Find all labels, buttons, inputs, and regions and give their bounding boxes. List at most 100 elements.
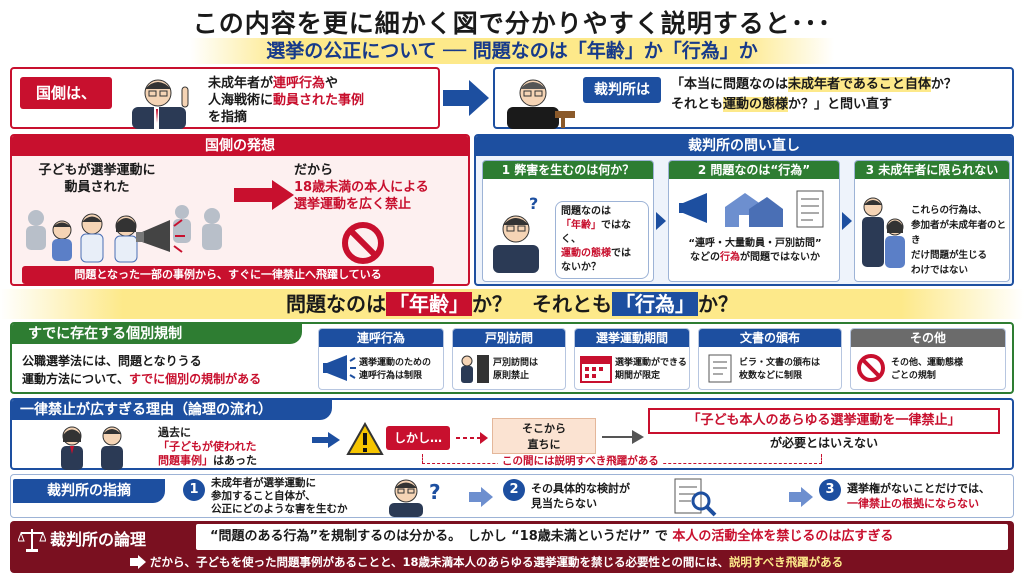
rule-card-t1: その他、運動態様 xyxy=(891,358,964,368)
point-1-t3: 公正にどのような害を生むか xyxy=(211,503,348,515)
card1-bubble: 問題なのは 「年齢」ではなく、 運動の態様では ないか？ xyxy=(555,201,649,279)
logic-p3a: 問題事例」 xyxy=(158,454,213,467)
point-1-text: 未成年者が選挙運動に 参加すること自体が、 公正にどのような害を生むか xyxy=(211,477,348,516)
logic-head: 一律禁止が広すぎる理由（論理の流れ） xyxy=(12,400,332,420)
calendar-icon xyxy=(580,356,612,383)
point-2-t1: その具体的な検討が xyxy=(531,482,630,495)
court-q2a: それとも xyxy=(671,97,724,112)
court-points-box: 裁判所の指摘 1 未成年者が選挙運動に 参加すること自体が、 公正にどのような害… xyxy=(10,474,1014,518)
requestion-card-2: 2 問題なのは“行為” “連呼・大量動員・戸別訪問” などの行為が問題ではないか xyxy=(668,160,840,282)
court-q2c: か？」と問い直す xyxy=(788,97,893,112)
requestion-card-1: 1 弊害を生むのは何か？ ? 問題なのは 「年齢」ではなく、 運動の態様では な… xyxy=(482,160,654,282)
idea-foot: 問題となった一部の事例から、すぐに一律禁止へ飛躍している xyxy=(22,266,434,284)
point-head: 裁判所の指摘 xyxy=(13,479,165,503)
thinking-man-icon: ? xyxy=(493,195,539,273)
logic-concl1: 「子ども本人のあらゆる選挙運動を一律禁止」 xyxy=(648,408,1000,434)
logic-gap: この間には説明すべき飛躍がある xyxy=(498,454,663,468)
point-1-t1: 未成年者が選挙運動に xyxy=(211,477,316,489)
point-3-t1: 選挙権がないことだけでは、 xyxy=(847,482,990,495)
reason-foot: だから、子どもを使った問題事例があることと、18歳未満本人のあらゆる選挙運動を禁… xyxy=(150,554,843,570)
children-campaign-icon xyxy=(26,205,222,263)
idea-kids1: 子どもが選挙運動に xyxy=(38,163,156,178)
card3-t3: だけ問題が生じる xyxy=(911,250,988,261)
court-q2b: 運動の態様 xyxy=(723,97,789,112)
logic-but: しかし… xyxy=(386,426,450,450)
country-line3: を指摘 xyxy=(208,110,248,125)
page-subtitle: 選挙の公正について ── 問題なのは「年齢」か「行為」か xyxy=(190,38,834,64)
court-label: 裁判所は xyxy=(583,77,661,103)
card1-t4: ないか？ xyxy=(561,262,601,273)
court-requestion-box: 裁判所の問い直し 1 弊害を生むのは何か？ ? 問題なのは 「年齢」ではなく、 … xyxy=(474,134,1014,286)
country-claim-text: 未成年者が連呼行為や 人海戦術に動員された事例 を指摘 xyxy=(208,75,364,126)
court-q1b: 未成年者であること自体 xyxy=(788,77,931,92)
requestion-head: 裁判所の問い直し xyxy=(476,136,1012,156)
rule-card-icon-wrap xyxy=(855,353,889,387)
dashed-arrow-icon xyxy=(456,432,488,444)
point-2-t2: 見当たらない xyxy=(531,497,597,510)
scales-icon xyxy=(18,529,46,552)
megaphone-icon xyxy=(323,355,356,381)
idea-head: 国側の発想 xyxy=(12,136,468,156)
question-c: か？ それとも xyxy=(472,292,612,316)
country-line1c: や xyxy=(325,76,339,91)
idea-kids-text: 子どもが選挙運動に 動員された xyxy=(32,162,162,196)
court-q1a: 「本当に問題なのは xyxy=(671,77,789,92)
court-question-text: 「本当に問題なのは未成年者であること自体か？ それとも運動の態様か？」と問い直す xyxy=(671,75,957,115)
court-reason-box: 裁判所の論理 “問題のある行為”を規制するのは分かる。 しかし “18歳未満とい… xyxy=(10,521,1014,573)
card2-head: 2 問題なのは“行為” xyxy=(669,161,839,179)
rule-card: 戸別訪問戸別訪問は原則禁止 xyxy=(452,328,566,390)
rule-card-label: その他 xyxy=(851,329,1005,347)
arrow-right-icon xyxy=(602,430,644,444)
question-a: 問題なのは xyxy=(286,292,386,316)
rule-card: 文書の頒布ビラ・文書の頒布は枚数などに制限 xyxy=(698,328,842,390)
arrow-right-icon xyxy=(312,432,340,448)
official-man-icon xyxy=(132,79,189,129)
country-line2b: 動員された事例 xyxy=(273,93,365,108)
card1-t3a: 運動の態様 xyxy=(561,248,611,259)
logic-then1: そこから xyxy=(522,422,566,435)
rule-card-t1: 選挙運動のための xyxy=(359,358,432,368)
rules-desc: 公職選挙法には、問題となりうる 運動方法について、すでに個別の規制がある xyxy=(22,352,261,388)
rule-card: その他その他、運動態様ごとの規制 xyxy=(850,328,1006,390)
question-d: 「行為」 xyxy=(612,292,698,316)
point-3-t2: 一律禁止の根拠にならない xyxy=(847,497,979,510)
svg-text:?: ? xyxy=(429,480,441,504)
point-3-text: 選挙権がないことだけでは、 一律禁止の根拠にならない xyxy=(847,481,990,511)
chevron-right-icon xyxy=(842,212,852,230)
rules-head: すでに存在する個別規制 xyxy=(12,324,302,344)
rule-card: 連呼行為選挙運動のための連呼行為は制限 xyxy=(318,328,444,390)
rule-card-t2: 連呼行為は制限 xyxy=(359,371,423,381)
question-e: か？ xyxy=(698,292,738,316)
card3-t1: これらの行為は、 xyxy=(911,205,988,216)
card1-head: 1 弊害を生むのは何か？ xyxy=(483,161,653,179)
court-question-box: 裁判所は 「本当に問題なのは未成年者であること自体か？ それとも運動の態様か？」… xyxy=(493,67,1014,129)
rule-card-label: 選挙運動期間 xyxy=(575,329,689,347)
point-2-num: 2 xyxy=(503,479,525,501)
card2-text: “連呼・大量動員・戸別訪問” などの行為が問題ではないか xyxy=(669,237,841,265)
idea-ban-text: だから 18歳未満の本人による 選挙運動を広く禁止 xyxy=(294,162,429,213)
card2-t1: “連呼・大量動員・戸別訪問” xyxy=(688,238,822,249)
idea-kids2: 動員された xyxy=(64,180,130,195)
arrow-right-icon xyxy=(443,80,489,116)
question-b: 「年齢」 xyxy=(386,292,472,316)
logic-p1: 過去に xyxy=(158,426,191,439)
arrow-right-icon xyxy=(469,487,493,507)
card2-title: 問題なのは“行為” xyxy=(710,163,811,177)
rule-card-text: その他、運動態様ごとの規制 xyxy=(891,357,963,383)
logic-concl2: が必要とはいえない xyxy=(769,436,878,450)
magnifier-document-icon xyxy=(674,478,717,517)
court-q1c: か？ xyxy=(930,77,957,92)
card3-title: 未成年者に限られない xyxy=(878,163,999,177)
point-2-text: その具体的な検討が 見当たらない xyxy=(531,481,630,511)
card2-t2c: が問題ではないか xyxy=(740,252,820,263)
rule-card-icon-wrap xyxy=(457,353,491,387)
reason-foot1: だから、子どもを使った問題事例があることと、18歳未満本人のあらゆる選挙運動を禁… xyxy=(150,555,729,569)
idea-so: だから xyxy=(294,163,334,178)
card2-t2a: などの xyxy=(690,252,720,263)
requestion-card-3: 3 未成年者に限られない これらの行為は、 参加者が未成年者のとき だけ問題が生… xyxy=(854,160,1010,282)
rule-card-icon-wrap xyxy=(579,353,613,387)
rule-card-label: 連呼行為 xyxy=(319,329,443,347)
reason-head: 裁判所の論理 xyxy=(50,530,147,549)
point-1-num: 1 xyxy=(183,479,205,501)
card1-t2b: ではなく、 xyxy=(561,220,631,245)
